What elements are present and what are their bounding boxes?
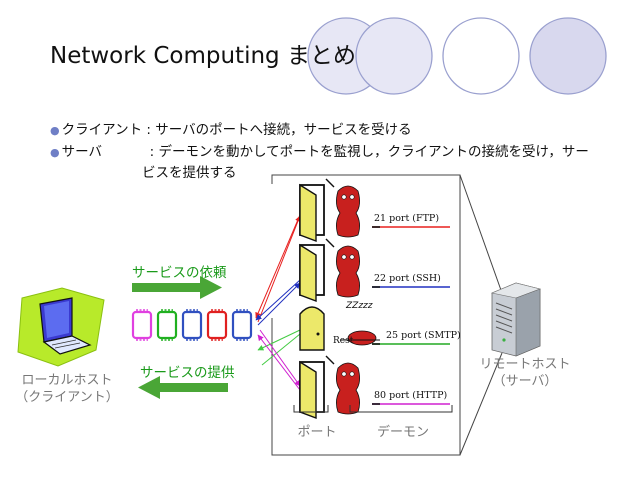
bullet-text: サーバのポートへ接続，サービスを受ける (155, 122, 412, 138)
bullet-dot-icon: ● (50, 124, 60, 137)
open-door-icon (299, 360, 317, 420)
caption-brackets (293, 405, 453, 413)
port-row (299, 306, 450, 351)
bullet-sep: : (146, 122, 151, 138)
daemon-caption: デーモン (376, 425, 429, 440)
bullet-term: クライアント (61, 122, 143, 138)
provide-label: サービスの提供 (140, 365, 235, 381)
port-label: 21 port (FTP) (374, 213, 440, 224)
bullet-sep: : (149, 144, 155, 160)
sleeping-daemon-icon (340, 330, 380, 346)
port-row (299, 238, 450, 303)
deco-circle (442, 17, 520, 95)
port-caption: ポート (297, 425, 337, 440)
bullet-text: デーモンを動かしてポートを監視し，クライアントの接続を受け，サー (158, 144, 589, 160)
slide-title: Network Computing まとめ (50, 43, 356, 69)
daemon-icon (325, 178, 360, 238)
deco-circle (529, 17, 607, 95)
daemon-icon (325, 355, 360, 415)
server-label-line1: リモートホスト (479, 357, 571, 372)
connection-arrows (255, 214, 301, 391)
sleep-text: ZZzzz (346, 301, 373, 311)
port-label: 25 port (SMTP) (386, 330, 461, 341)
packet-icon (131, 309, 153, 341)
packet-icon (181, 309, 203, 341)
closed-door-icon (299, 306, 325, 351)
port-row (299, 355, 450, 420)
port-label: 80 port (HTTP) (374, 390, 448, 401)
bullet-text-continued: ビスを提供する (142, 165, 237, 181)
request-label: サービスの依頼 (132, 265, 227, 281)
daemon-icon (325, 238, 360, 298)
port-label: 22 port (SSH) (374, 273, 441, 284)
bullet-term: サーバ (61, 144, 102, 160)
client-label-line1: ローカルホスト (21, 373, 113, 388)
packet-icon (231, 309, 253, 341)
open-door-icon (299, 183, 317, 243)
packet-icon (206, 309, 228, 341)
laptop-icon (17, 287, 105, 367)
provide-arrow (138, 376, 228, 399)
open-door-icon (299, 243, 317, 303)
deco-circle (355, 17, 433, 95)
server-panel (271, 174, 503, 456)
client-label: ローカルホスト （クライアント） (12, 372, 122, 406)
client-label-line2: （クライアント） (15, 390, 119, 405)
rest-label: Rest (333, 336, 354, 346)
bullet-server: ●サーバ: デーモンを動かしてポートを監視し，クライアントの接続を受け，サー ビ… (50, 142, 610, 183)
request-arrow (132, 276, 222, 299)
packet-icon (156, 309, 178, 341)
server-label-line2: （サーバ） (492, 374, 558, 389)
port-row (299, 178, 450, 243)
packet-queue (131, 309, 253, 341)
server-tower-icon (490, 282, 542, 357)
bullet-dot-icon: ● (50, 146, 60, 159)
bullet-client: ●クライアント : サーバのポートへ接続，サービスを受ける (50, 120, 412, 141)
server-label: リモートホスト （サーバ） (470, 356, 580, 390)
